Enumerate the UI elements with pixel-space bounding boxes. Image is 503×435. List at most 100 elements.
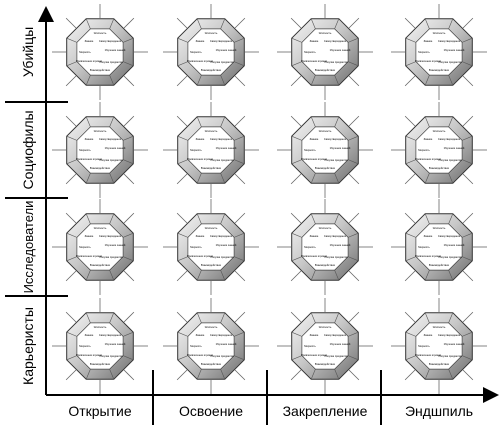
octagon-segment-line	[347, 331, 359, 337]
octagon-label: Элитность	[94, 129, 107, 133]
octagon-segment-line	[66, 331, 78, 337]
octagon-segment-line	[461, 355, 473, 361]
octagon-label: Самоутверждение	[438, 333, 461, 337]
octagon-label: Мерзость	[79, 50, 91, 54]
octagon-segment-line	[233, 159, 245, 165]
octagon-label: Изучение знаний	[330, 243, 351, 247]
octagon-label: Покупка предметов	[99, 354, 123, 358]
octagon-label: Звание	[85, 333, 94, 337]
octagon-segment-line	[85, 312, 91, 324]
octagon-segment-line	[122, 37, 134, 43]
octagon-spoke	[462, 311, 474, 323]
octagon-segment-line	[291, 256, 303, 262]
octagon-segment-line	[196, 74, 202, 86]
octagon-label: Привлечение игроков	[76, 353, 103, 357]
octagon-segment-line	[347, 37, 359, 43]
octagon-segment-line	[196, 116, 202, 128]
octagon-segment-line	[85, 18, 91, 30]
octagon-spoke	[404, 75, 416, 87]
octagon-label: Звание	[310, 234, 319, 238]
octagon-label: Изучение знаний	[216, 243, 237, 247]
octagon-label: Звание	[85, 234, 94, 238]
octagon-segment-line	[291, 135, 303, 141]
octagon-segment-line	[347, 135, 359, 141]
octagon-segment-line	[233, 37, 245, 43]
octagon-segment-line	[196, 213, 202, 225]
octagon-segment-line	[220, 116, 226, 128]
octagon-segment-line	[85, 368, 91, 380]
octagon-spoke	[462, 212, 474, 224]
octagon-segment-line	[334, 18, 340, 30]
octagon-segment-line	[310, 213, 316, 225]
octagon-spoke	[404, 115, 416, 127]
octagon-label: Элитность	[319, 31, 332, 35]
octagon-spoke	[348, 270, 360, 282]
octagon-segment-line	[66, 61, 78, 67]
octagon-label: Взаимодействие	[429, 68, 450, 72]
octagon-label: Покупка предметов	[438, 255, 462, 259]
octagon-label: Изучение знаний	[444, 48, 465, 52]
octagon-segment-line	[334, 368, 340, 380]
octagon-label: Мерзость	[190, 245, 202, 249]
octagon-label: Изучение знаний	[330, 146, 351, 150]
octagon-spoke	[348, 75, 360, 87]
octagon-segment-line	[291, 61, 303, 67]
octagon-label: Мерзость	[418, 50, 430, 54]
octagon-label: Покупка предметов	[99, 158, 123, 162]
octagon-spoke	[123, 311, 135, 323]
octagon-segment-line	[177, 355, 189, 361]
octagon-spoke	[462, 369, 474, 381]
octagon-label: Взаимодействие	[90, 68, 111, 72]
octagon-spoke	[348, 369, 360, 381]
octagon-label: Звание	[196, 39, 205, 43]
octagon-label: Покупка предметов	[324, 60, 348, 64]
octagon-label: Звание	[424, 333, 433, 337]
octagon-segment-line	[177, 37, 189, 43]
octagon-segment-line	[220, 172, 226, 184]
octagon-spoke	[462, 270, 474, 282]
octagon-label: Покупка предметов	[324, 255, 348, 259]
octagon-label: Покупка предметов	[324, 158, 348, 162]
octagon-segment-line	[291, 331, 303, 337]
octagon-spoke	[234, 311, 246, 323]
octagon-label: Взаимодействие	[429, 362, 450, 366]
octagon-label: Мерзость	[304, 245, 316, 249]
octagon-label: Элитность	[319, 129, 332, 133]
octagon-segment-line	[448, 172, 454, 184]
octagon-label: Самоутверждение	[99, 39, 122, 43]
octagon-segment-line	[448, 116, 454, 128]
octagon-segment-line	[310, 116, 316, 128]
octagon-segment-line	[424, 116, 430, 128]
octagon-spoke	[290, 17, 302, 29]
octagon-spoke	[176, 75, 188, 87]
octagon-spoke	[234, 212, 246, 224]
octagon-segment-line	[448, 368, 454, 380]
octagon-label: Элитность	[205, 31, 218, 35]
row-label: Социофилы	[20, 110, 36, 189]
octagon-spoke	[348, 173, 360, 185]
octagon-label: Самоутверждение	[99, 333, 122, 337]
octagon-label: Звание	[196, 333, 205, 337]
octagon-spoke	[348, 115, 360, 127]
octagon-label: Звание	[310, 137, 319, 141]
octagon-segment-line	[177, 232, 189, 238]
octagon-spoke	[176, 311, 188, 323]
octagon-label: Самоутверждение	[210, 137, 233, 141]
octagon-segment-line	[177, 61, 189, 67]
octagon-inner	[76, 126, 124, 174]
octagon-label: Звание	[196, 234, 205, 238]
octagon-label: Мерзость	[190, 344, 202, 348]
octagon-label: Привлечение игроков	[187, 254, 214, 258]
octagon-segment-line	[405, 256, 417, 262]
octagon-label: Элитность	[205, 226, 218, 230]
octagon-segment-line	[310, 312, 316, 324]
